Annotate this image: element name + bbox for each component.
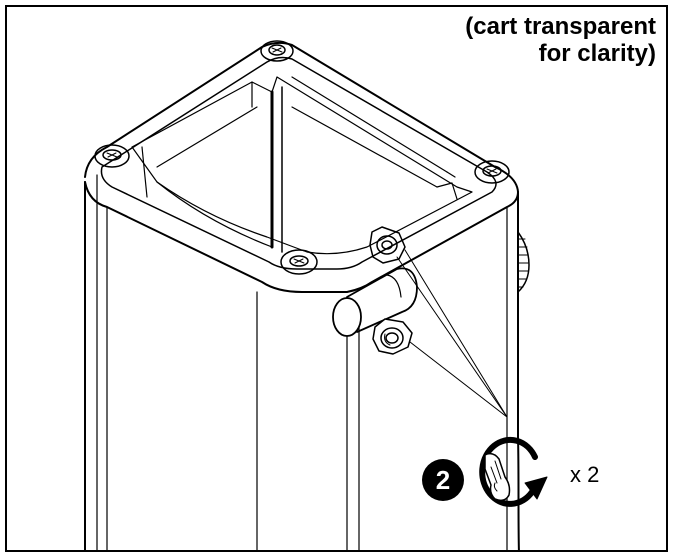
- column-body: [84, 174, 520, 550]
- upper-nut: [369, 226, 406, 264]
- top-frame-rim: [84, 41, 519, 293]
- lower-nut: [372, 318, 413, 355]
- corner-bolt-top: [260, 40, 294, 62]
- caption-line-2: for clarity): [538, 40, 656, 67]
- side-knob: [517, 231, 530, 293]
- caption-note: (cart transparent for clarity): [465, 13, 656, 67]
- callout-lines: [396, 249, 508, 418]
- cylinder-stud: [332, 267, 418, 337]
- corner-bolt-left: [94, 144, 130, 168]
- cart-column-drawing: [84, 40, 548, 550]
- quantity-label: x 2: [570, 462, 600, 487]
- illustration-frame: (cart transparent for clarity) 2 x 2: [5, 5, 668, 552]
- caption-line-1: (cart transparent: [465, 13, 656, 40]
- hand-turn-clockwise-icon: [479, 436, 548, 507]
- step-number-badge: 2: [422, 459, 464, 501]
- corner-bolt-right: [474, 160, 510, 184]
- top-opening: [131, 76, 473, 255]
- corner-bolt-front: [280, 249, 318, 275]
